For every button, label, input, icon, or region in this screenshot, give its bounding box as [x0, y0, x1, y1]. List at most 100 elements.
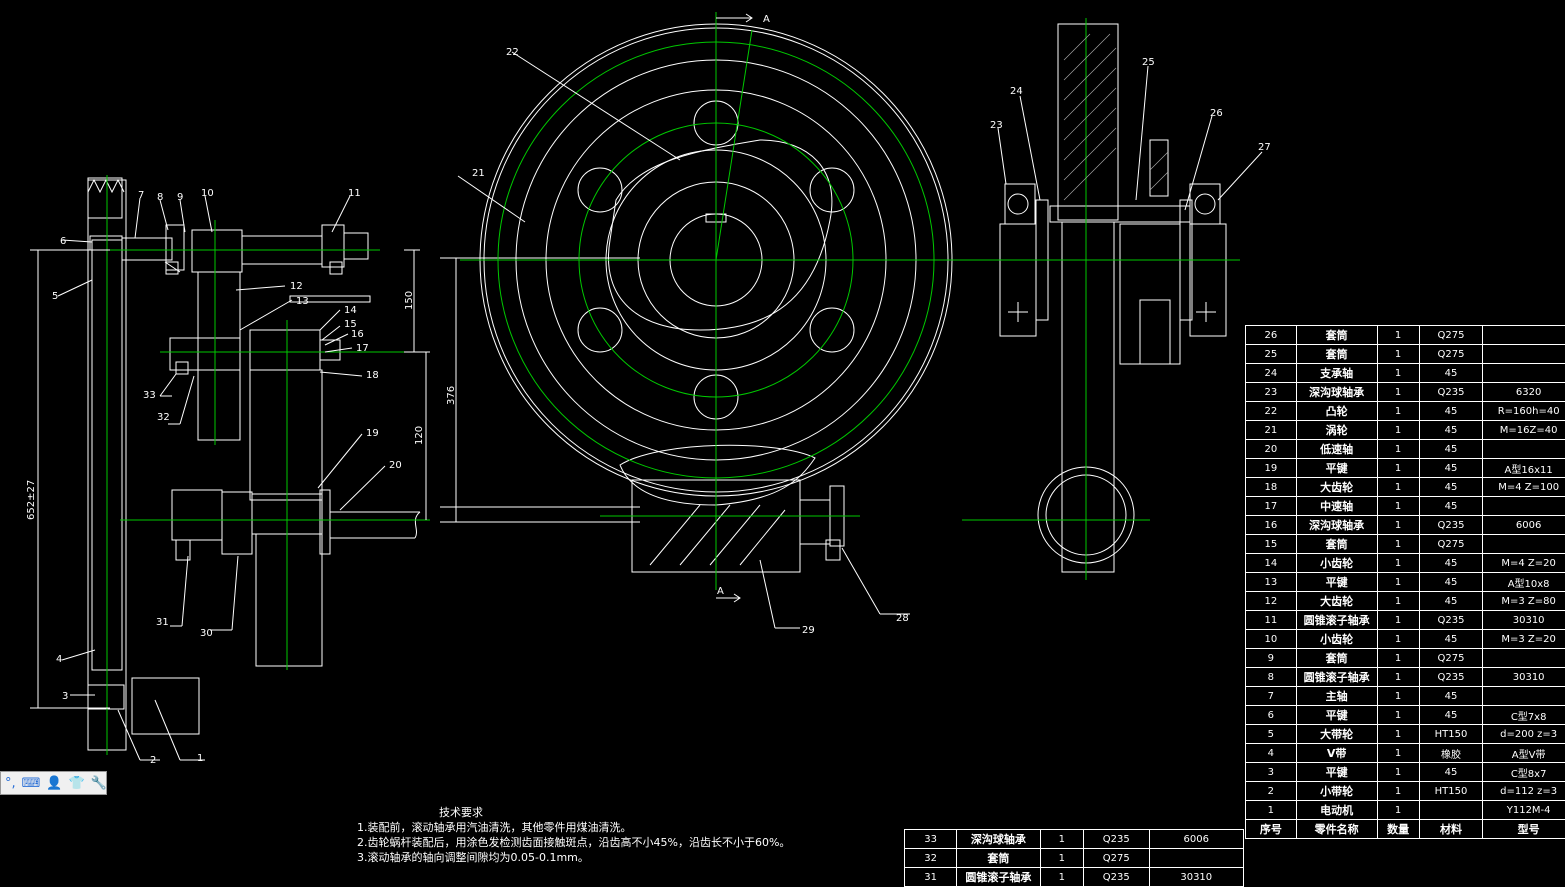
bom-cell: 25	[1246, 345, 1297, 364]
tech-item-3: 3.滚动轴承的轴向调整间隙均为0.05-0.1mm。	[357, 850, 790, 865]
bom-cell: 1	[1377, 668, 1419, 687]
bom-cell: 1	[1377, 535, 1419, 554]
bom-cell: 14	[1246, 554, 1297, 573]
bom-cell: 1	[1377, 611, 1419, 630]
dim-652: 652±27	[26, 480, 37, 520]
callout-2: 2	[150, 755, 156, 766]
bom-cell: 中速轴	[1296, 497, 1377, 516]
callout-5: 5	[52, 291, 58, 302]
bom-cell: 45	[1419, 421, 1483, 440]
bom-cell	[1483, 649, 1565, 668]
bom-cell: 21	[1246, 421, 1297, 440]
bom-cell: 18	[1246, 478, 1297, 497]
bom-cell: 橡胶	[1419, 744, 1483, 763]
bom-cell: Q275	[1419, 326, 1483, 345]
bom-cell: Y112M-4	[1483, 801, 1565, 820]
callout-16: 16	[351, 329, 364, 340]
bom-cell: 平键	[1296, 763, 1377, 782]
section-arrows	[716, 14, 752, 602]
bom-cell: 套筒	[1296, 326, 1377, 345]
callout-29: 29	[802, 625, 815, 636]
bom-cell: 套筒	[957, 849, 1040, 868]
bom-cell: 45	[1419, 687, 1483, 706]
bom-cell: 1	[1377, 744, 1419, 763]
bom-cell: 圆锥滚子轴承	[1296, 668, 1377, 687]
callout-22: 22	[506, 47, 519, 58]
technical-requirements: 技术要求 1.装配前，滚动轴承用汽油清洗，其他零件用煤油清洗。 2.齿轮蜗杆装配…	[357, 805, 790, 865]
belt-drive-view	[88, 178, 840, 750]
callout-30: 30	[200, 628, 213, 639]
callout-18: 18	[366, 370, 379, 381]
callout-28: 28	[896, 613, 909, 624]
bom-cell: 1	[1377, 326, 1419, 345]
bom-cell: 10	[1246, 630, 1297, 649]
bom-cell: 涡轮	[1296, 421, 1377, 440]
bom-cell: 套筒	[1296, 535, 1377, 554]
side-centerlines	[962, 18, 1240, 580]
left-centerlines	[62, 175, 430, 755]
callout-27: 27	[1258, 142, 1271, 153]
bom-cell: 45	[1419, 592, 1483, 611]
bom-cell: d=112 z=3	[1483, 782, 1565, 801]
bom-cell: A型10x8	[1483, 573, 1565, 592]
bom-header-cell: 序号	[1246, 820, 1297, 839]
bom-header-cell: 零件名称	[1296, 820, 1377, 839]
bom-cell: 平键	[1296, 706, 1377, 725]
shirt-icon[interactable]: 👕	[69, 776, 85, 791]
bom-cell: 1	[1377, 364, 1419, 383]
side-section-view	[1000, 24, 1226, 572]
bom-cell: 30310	[1483, 611, 1565, 630]
bom-cell	[1149, 849, 1244, 868]
bom-cell: 低速轴	[1296, 440, 1377, 459]
callout-9: 9	[177, 192, 183, 203]
bom-cell: 支承轴	[1296, 364, 1377, 383]
callout-32: 32	[157, 412, 170, 423]
bom-cell: 32	[905, 849, 957, 868]
bom-cell: 1	[1040, 830, 1083, 849]
bom-cell: 1	[1246, 801, 1297, 820]
bom-cell: 凸轮	[1296, 402, 1377, 421]
callout-8: 8	[157, 192, 163, 203]
bom-cell: 大齿轮	[1296, 478, 1377, 497]
keyboard-icon[interactable]: ⌨	[22, 776, 41, 791]
bom-cell: 1	[1040, 849, 1083, 868]
bom-cell: 6006	[1149, 830, 1244, 849]
bom-cell: 1	[1377, 459, 1419, 478]
callout-10: 10	[201, 188, 214, 199]
bom-cell: Q235	[1419, 611, 1483, 630]
wrench-icon[interactable]: 🔧	[91, 776, 107, 791]
bom-cell: 大带轮	[1296, 725, 1377, 744]
bom-cell: 8	[1246, 668, 1297, 687]
bom-cell: 45	[1419, 763, 1483, 782]
bom-cell: 9	[1246, 649, 1297, 668]
bom-cell: 17	[1246, 497, 1297, 516]
bom-cell: 6	[1246, 706, 1297, 725]
bom-cell	[1483, 326, 1565, 345]
section-label-top: A	[763, 14, 770, 25]
user-icon[interactable]: 👤	[46, 776, 62, 791]
callout-7: 7	[138, 190, 144, 201]
bom-cell: 45	[1419, 364, 1483, 383]
bom-cell: 23	[1246, 383, 1297, 402]
bom-cell: 11	[1246, 611, 1297, 630]
ime-toolbar: °, ⌨ 👤 👕 🔧	[0, 771, 107, 795]
bom-cell	[1483, 345, 1565, 364]
bom-header-cell: 型号	[1483, 820, 1565, 839]
bom-cell: 平键	[1296, 573, 1377, 592]
comma-icon[interactable]: °,	[5, 776, 16, 791]
bom-cell: 1	[1377, 440, 1419, 459]
bom-cell: Q275	[1419, 649, 1483, 668]
bom-cell: 24	[1246, 364, 1297, 383]
